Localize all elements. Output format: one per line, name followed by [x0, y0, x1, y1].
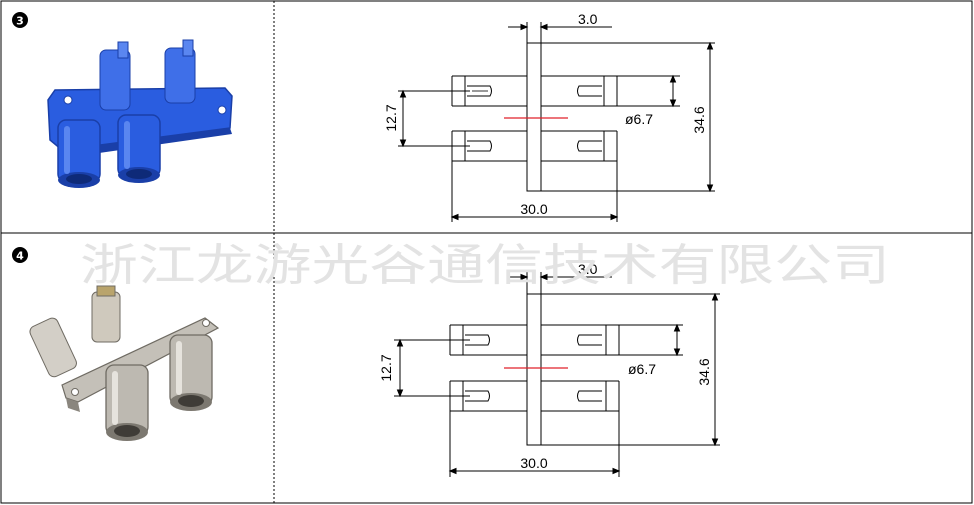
dim-diameter: ø6.7: [625, 111, 653, 127]
row-label: ③: [14, 14, 25, 29]
dim-thickness: 3.0: [578, 261, 598, 277]
row-label: ④: [14, 249, 25, 264]
flange-plate: [526, 293, 542, 446]
company-watermark: 浙江龙游光谷通信技术有限公司: [80, 240, 890, 291]
product-photo-blue-adapter: [47, 39, 233, 188]
flange-plate: [526, 42, 542, 192]
row-label-circled: 4 ④: [12, 247, 28, 264]
svg-text:3: 3: [16, 15, 24, 28]
row-3: 3 ③: [12, 11, 715, 222]
dim-pitch: 12.7: [383, 104, 399, 131]
row-4: 4 ④: [12, 247, 720, 477]
product-photo-metal-adapter: [29, 285, 220, 441]
dim-diameter: ø6.7: [628, 361, 656, 377]
technical-drawing-row-3: [398, 22, 715, 222]
dim-height: 34.6: [696, 358, 712, 385]
dim-pitch: 12.7: [378, 354, 394, 381]
technical-drawing-row-4: [394, 272, 720, 477]
row-label-circled: 3 ③: [12, 12, 28, 29]
dim-thickness: 3.0: [578, 11, 598, 27]
dim-height: 34.6: [691, 106, 707, 133]
dim-length: 30.0: [520, 201, 547, 217]
dim-length: 30.0: [520, 455, 547, 471]
svg-text:4: 4: [16, 250, 24, 263]
